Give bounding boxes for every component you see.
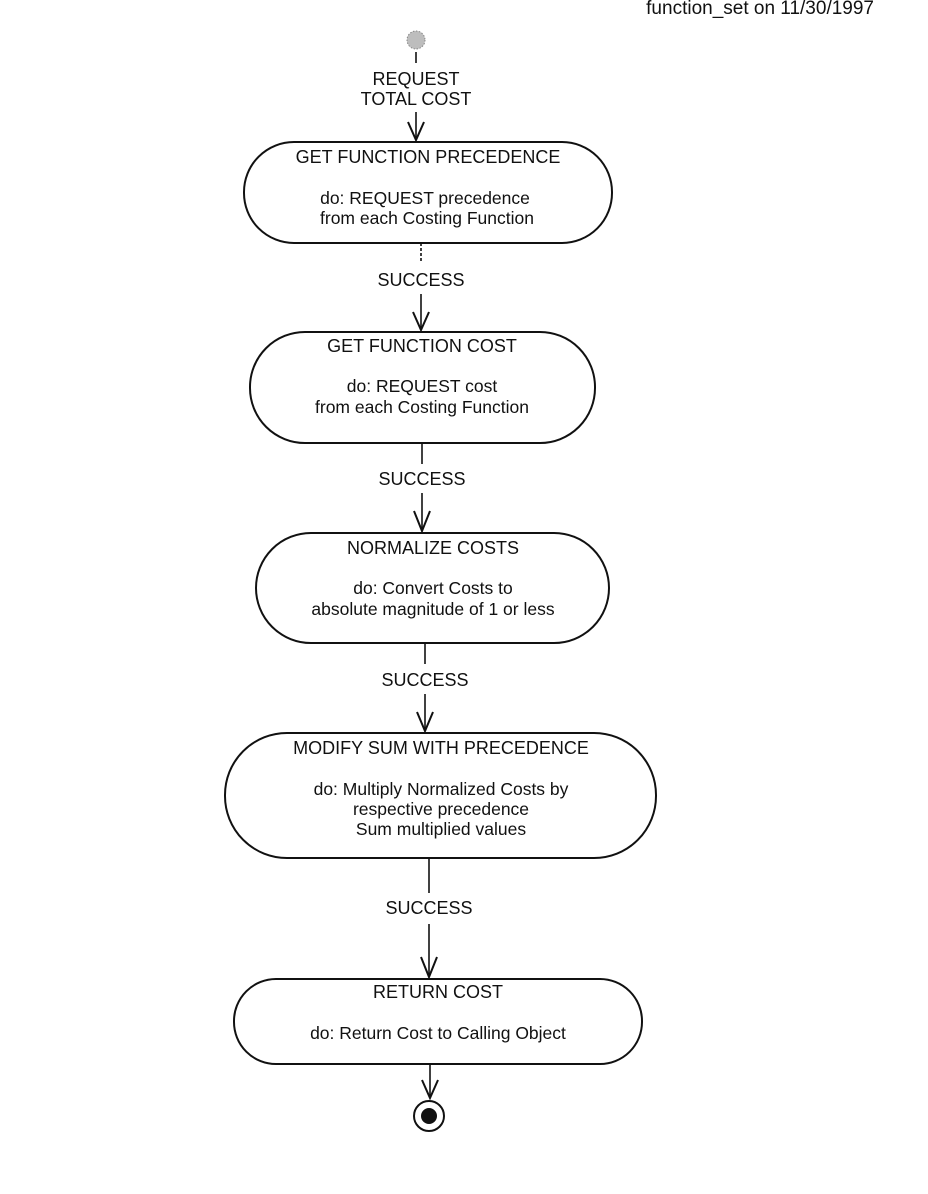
state-modify-sum-with-precedence: MODIFY SUM WITH PRECEDENCE do: Multiply …: [224, 732, 657, 859]
state-activity-line: respective precedence: [353, 799, 529, 819]
state-title: NORMALIZE COSTS: [347, 538, 519, 558]
transition-label: SUCCESS: [378, 469, 465, 489]
state-activity-line: do: REQUEST cost: [347, 376, 498, 396]
transition-success-3: SUCCESS: [381, 643, 469, 734]
initial-transition-arrow: [407, 112, 425, 143]
state-get-function-cost: GET FUNCTION COST do: REQUEST cost from …: [249, 331, 596, 444]
state-activity-line: absolute magnitude of 1 or less: [311, 599, 554, 619]
transition-label: SUCCESS: [377, 270, 464, 290]
state-activity-line: do: Multiply Normalized Costs by: [314, 779, 569, 799]
state-activity-line: do: Convert Costs to: [353, 578, 513, 598]
state-return-cost: RETURN COST do: Return Cost to Calling O…: [233, 978, 643, 1065]
initial-trigger-line-1: REQUEST: [372, 69, 459, 89]
state-normalize-costs: NORMALIZE COSTS do: Convert Costs to abs…: [255, 532, 610, 644]
state-activity-line: Sum multiplied values: [356, 819, 526, 839]
header-caption: function_set on 11/30/1997: [646, 0, 874, 19]
state-activity-line: from each Costing Function: [320, 208, 534, 228]
state-box: [233, 978, 643, 1065]
state-activity-line: do: Return Cost to Calling Object: [310, 1023, 566, 1043]
transition-label: SUCCESS: [381, 670, 468, 690]
initial-trigger-line-2: TOTAL COST: [361, 89, 472, 109]
final-state-marker: [413, 1100, 445, 1132]
state-title: GET FUNCTION PRECEDENCE: [296, 147, 561, 167]
transition-success-1: SUCCESS: [377, 243, 465, 333]
initial-state-marker: [406, 30, 426, 50]
state-box: [255, 532, 610, 644]
state-activity-line: do: REQUEST precedence: [320, 188, 530, 208]
final-transition-arrow: [421, 1064, 439, 1101]
state-activity-line: from each Costing Function: [315, 397, 529, 417]
state-title: MODIFY SUM WITH PRECEDENCE: [293, 738, 589, 758]
transition-success-4: SUCCESS: [385, 858, 473, 980]
state-title: GET FUNCTION COST: [327, 336, 517, 356]
state-title: RETURN COST: [373, 982, 503, 1002]
transition-success-2: SUCCESS: [378, 443, 466, 534]
state-get-function-precedence: GET FUNCTION PRECEDENCE do: REQUEST prec…: [243, 141, 613, 244]
state-box: [243, 141, 613, 244]
transition-label: SUCCESS: [385, 898, 472, 918]
state-box: [224, 732, 657, 859]
